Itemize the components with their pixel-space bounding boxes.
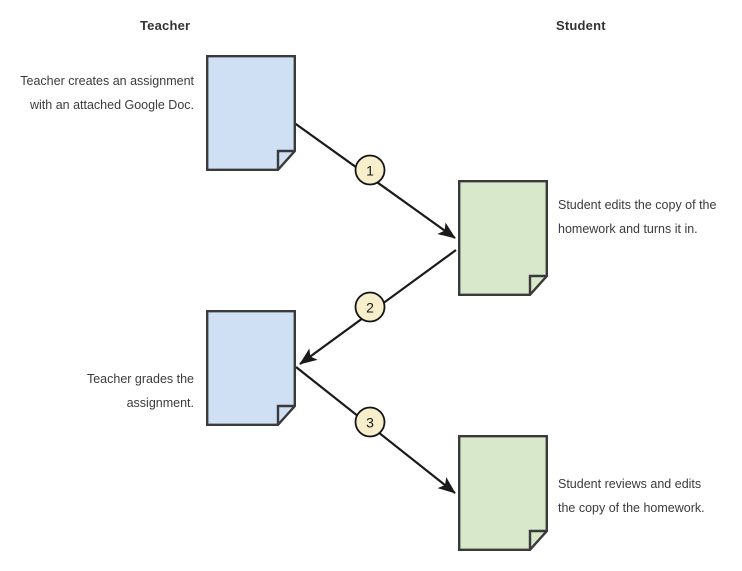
document-student-homework-1[interactable] — [458, 180, 548, 296]
caption-student-homework-1: Student edits the copy of the homework a… — [558, 198, 717, 236]
document-teacher-assignment[interactable] — [206, 55, 296, 171]
step-badge-2: 2 — [354, 291, 386, 323]
document-teacher-grading[interactable] — [206, 310, 296, 426]
caption-teacher-grading: Teacher grades the assignment. — [86, 372, 194, 410]
column-header-student: Student — [556, 18, 606, 33]
step-badge-2-number: 2 — [366, 300, 374, 316]
document-student-homework-2[interactable] — [458, 435, 548, 551]
step-badge-3-number: 3 — [366, 415, 374, 431]
column-header-teacher: Teacher — [140, 18, 191, 33]
caption-teacher-assignment: Teacher creates an assignment with an at… — [20, 74, 194, 112]
step-badge-3: 3 — [354, 406, 386, 438]
step-badge-1: 1 — [354, 154, 386, 186]
caption-student-homework-2: Student reviews and edits the copy of th… — [558, 477, 705, 515]
step-badge-1-number: 1 — [366, 163, 374, 179]
